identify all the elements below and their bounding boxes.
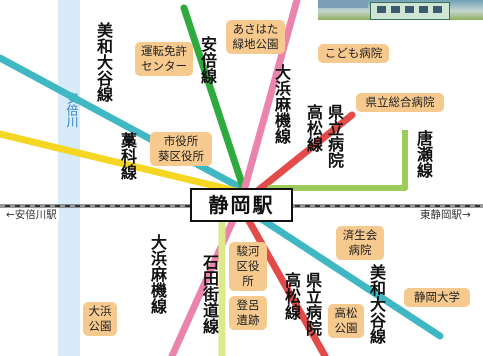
label-abe-line: 安倍線 (198, 36, 217, 84)
label-miwa-ootani-line-nw: 美和大谷線 (94, 22, 113, 102)
landmark-kodomo-hospital[interactable]: こども病院 (318, 44, 389, 63)
landmark-shizuoka-university[interactable]: 静岡大学 (404, 288, 470, 307)
oohama-kikai-line[interactable] (236, 0, 301, 209)
label-yakka-line: 藁科線 (118, 132, 137, 180)
landmark-text: 区役所 (236, 259, 260, 288)
label-ishida-kaido-line: 石田街道線 (200, 254, 219, 334)
takamatsu-line-s[interactable] (236, 201, 329, 356)
karase-line[interactable] (268, 130, 408, 191)
landmark-text: 葵区役所 (158, 149, 204, 163)
landmark-text: 運転免許 (141, 44, 187, 58)
landmark-text: あさはた (232, 22, 279, 36)
landmark-text: 公園 (88, 319, 112, 333)
landmark-city-hall[interactable]: 市役所 葵区役所 (150, 132, 212, 166)
label-karase-line: 唐瀬線 (414, 130, 433, 178)
landmark-text: 済生会 (342, 228, 378, 242)
landmark-takamatsu-park[interactable]: 高松 公園 (328, 304, 364, 338)
landmark-asahata-park[interactable]: あさはた 緑地公園 (226, 20, 285, 54)
landmark-suruga-ward-office[interactable]: 駿河 区役所 (229, 242, 267, 291)
landmark-text: 市役所 (163, 134, 199, 148)
oohama-kikai-line-sw[interactable] (168, 201, 244, 356)
label-oohama-kikai-line-n: 大浜麻機線 (272, 64, 291, 144)
landmark-oohama-park[interactable]: 大浜 公園 (83, 302, 117, 336)
tram-photo (318, 0, 483, 20)
landmark-text: 駿河 (236, 244, 260, 258)
landmark-unten-menkyo-center[interactable]: 運転免許 センター (135, 42, 193, 76)
landmark-text: 緑地公園 (232, 37, 279, 51)
landmark-text: 登呂 (236, 298, 260, 312)
shizuoka-station[interactable]: 静岡駅 (190, 188, 293, 222)
label-kenritsu-byouin-n: 県立病院 (325, 104, 344, 168)
higashi-shizuoka-station-label: 東静岡駅→ (418, 209, 473, 221)
landmark-text: 静岡大学 (414, 290, 460, 304)
landmark-text: センター (141, 59, 187, 73)
landmark-text: 病院 (348, 243, 372, 257)
label-kenritsu-byouin-s: 県立病院 (303, 272, 322, 336)
label-takamatsu-line-s: 高松線 (282, 272, 301, 320)
landmark-toro-ruins[interactable]: 登呂 遺跡 (229, 296, 267, 330)
landmark-text: 遺跡 (236, 313, 260, 327)
label-oohama-kikai-line-s: 大浜麻機線 (148, 234, 167, 314)
yakka-line[interactable] (0, 130, 244, 196)
landmark-text: 県立総合病院 (365, 95, 435, 109)
abe-line[interactable] (180, 4, 248, 194)
miwa-ootani-line-se[interactable] (236, 201, 444, 340)
landmark-text: こども病院 (324, 46, 383, 60)
landmark-text: 高松 (334, 306, 358, 320)
label-takamatsu-line-n: 高松線 (304, 104, 323, 152)
abekawa-station-label: ←安倍川駅 (4, 209, 59, 221)
miwa-ootani-line[interactable] (0, 54, 249, 194)
landmark-text: 大浜 (88, 304, 112, 318)
label-miwa-ootani-line-se: 美和大谷線 (367, 264, 386, 344)
landmark-saiseikai-hospital[interactable]: 済生会 病院 (336, 226, 384, 260)
landmark-text: 公園 (334, 321, 358, 335)
landmark-kenritsu-sougou-hospital[interactable]: 県立総合病院 (356, 93, 444, 112)
